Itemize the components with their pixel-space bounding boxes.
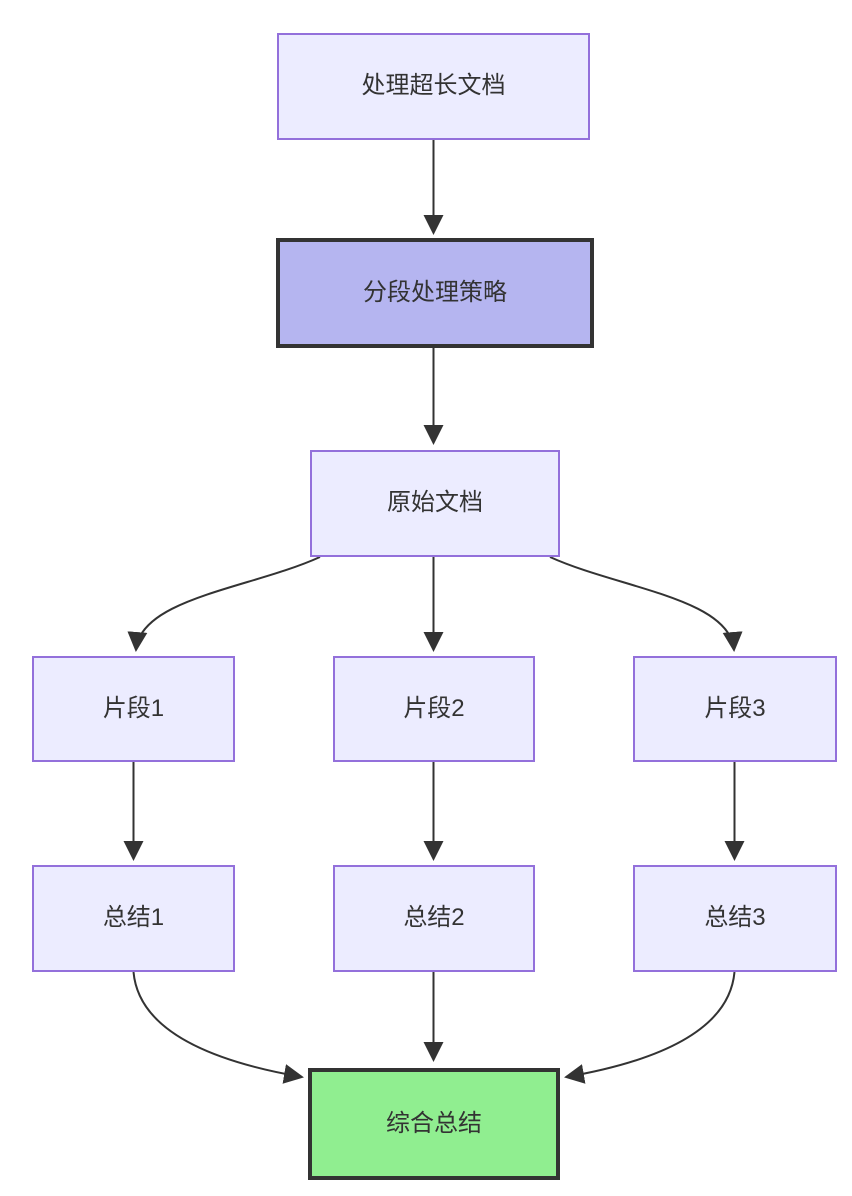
- node-task: 处理超长文档: [277, 33, 590, 140]
- node-original-doc-label: 原始文档: [387, 489, 483, 517]
- edge-sum1-to-final: [132, 971, 304, 1084]
- node-summary-1-label: 总结1: [102, 904, 165, 932]
- node-task-label: 处理超长文档: [361, 72, 506, 100]
- node-summary-2-label: 总结2: [403, 904, 465, 932]
- node-segment-3-label: 片段3: [704, 694, 766, 722]
- node-segment-2: 片段2: [333, 656, 535, 762]
- node-final-summary-label: 综合总结: [386, 1109, 482, 1137]
- edge-doc-to-seg1: [127, 556, 321, 652]
- node-summary-2: 总结2: [333, 865, 535, 972]
- node-strategy-label: 分段处理策略: [363, 278, 507, 306]
- node-segment-2-label: 片段2: [403, 694, 465, 722]
- node-segment-1-label: 片段1: [102, 694, 165, 722]
- node-segment-1: 片段1: [32, 656, 235, 762]
- node-segment-3: 片段3: [633, 656, 837, 762]
- node-strategy: 分段处理策略: [276, 238, 594, 348]
- node-summary-3: 总结3: [633, 865, 837, 972]
- node-original-doc: 原始文档: [310, 450, 560, 557]
- node-summary-1: 总结1: [32, 865, 235, 972]
- node-summary-3-label: 总结3: [704, 904, 766, 932]
- node-final-summary: 综合总结: [308, 1068, 560, 1180]
- edge-doc-to-seg3: [549, 556, 743, 652]
- edge-sum3-to-final: [564, 971, 736, 1084]
